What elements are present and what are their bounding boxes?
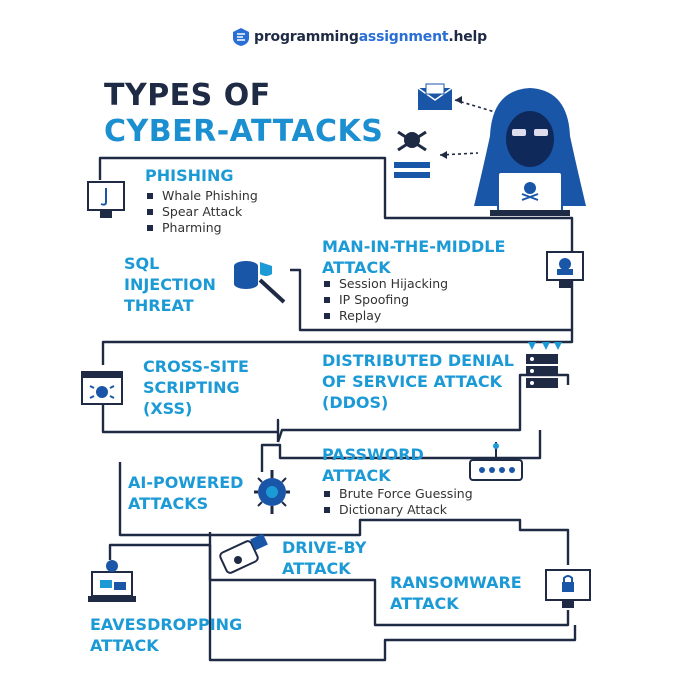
path-xss-ddos — [101, 395, 280, 442]
brand-logo: programming assignment .help — [232, 26, 487, 48]
path-phishing — [98, 156, 574, 332]
brand-shield-icon — [233, 28, 249, 46]
brand-part-1: programming — [254, 29, 359, 45]
mitm-title: MAN-IN-THE-MIDDLE ATTACK — [322, 237, 506, 277]
password-item: Dictionary Attack — [324, 502, 473, 518]
eavesdropping-title: EAVESDROPPING ATTACK — [90, 615, 243, 655]
path-mitm-xss — [101, 330, 574, 365]
password-list: Brute Force Guessing Dictionary Attack — [324, 486, 473, 518]
ransomware-monitor-icon — [545, 569, 591, 608]
xss-title: CROSS-SITE SCRIPTING (XSS) — [143, 357, 249, 418]
mitm-list: Session Hijacking IP Spoofing Replay — [324, 276, 448, 324]
sql-title: SQL INJECTION THREAT — [124, 254, 216, 315]
phishing-title: PHISHING — [145, 166, 234, 185]
envelope-icon — [417, 83, 453, 110]
phishing-item: Spear Attack — [147, 204, 258, 220]
mitm-item: Replay — [324, 308, 448, 324]
xss-browser-icon — [81, 371, 123, 405]
usb-drive-icon — [219, 533, 268, 574]
ddos-title: DISTRIBUTED DENIAL OF SERVICE ATTACK (DD… — [322, 351, 514, 412]
ai-title: AI-POWERED ATTACKS — [128, 473, 244, 513]
page-title-line-1: TYPES OF — [104, 78, 271, 113]
skull-crossbones-icon — [394, 130, 430, 178]
page-title-line-2: CYBER-ATTACKS — [104, 114, 384, 149]
password-field-icon — [469, 442, 523, 481]
eavesdropping-laptop-icon — [88, 560, 136, 602]
phishing-list: Whale Phishing Spear Attack Pharming — [147, 188, 258, 236]
hacker-icon — [474, 88, 586, 216]
phishing-monitor-icon — [87, 181, 125, 218]
path-password-ai — [260, 430, 542, 472]
ai-gear-icon — [254, 470, 290, 514]
ddos-server-icon — [526, 342, 562, 388]
password-title: PASSWORD ATTACK — [322, 445, 424, 485]
driveby-title: DRIVE-BY ATTACK — [282, 538, 367, 578]
mitm-monitor-icon — [546, 251, 584, 288]
password-item: Brute Force Guessing — [324, 486, 473, 502]
brand-part-2: assignment — [358, 29, 449, 45]
path-eaves — [108, 543, 577, 662]
path-ai-driveby — [118, 462, 570, 565]
sql-injection-icon — [234, 261, 286, 304]
brand-part-3: .help — [448, 29, 487, 45]
ransomware-title: RANSOMWARE ATTACK — [390, 573, 522, 613]
mitm-item: IP Spoofing — [324, 292, 448, 308]
path-ddos-password — [276, 373, 570, 443]
phishing-item: Whale Phishing — [147, 188, 258, 204]
phishing-item: Pharming — [147, 220, 258, 236]
mitm-item: Session Hijacking — [324, 276, 448, 292]
